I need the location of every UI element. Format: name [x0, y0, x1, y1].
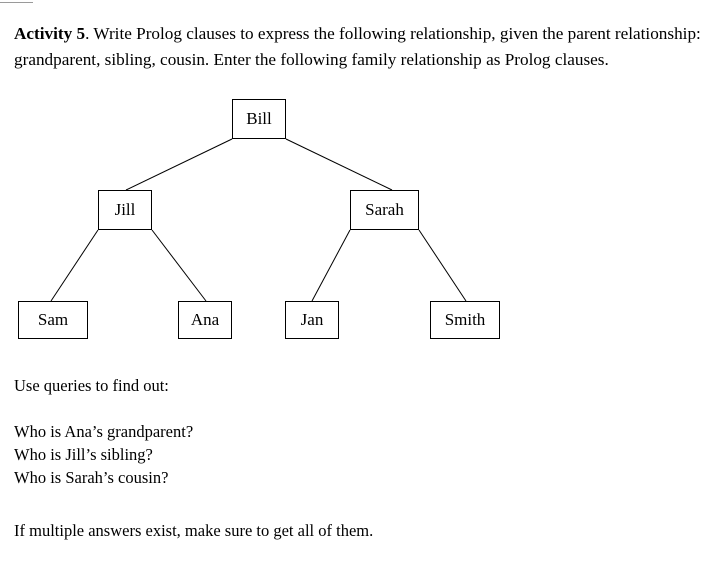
queries-heading: Use queries to find out: — [14, 376, 169, 395]
intro-paragraph: Activity 5. Write Prolog clauses to expr… — [14, 21, 714, 72]
edge-bill-jill — [125, 138, 233, 191]
tree-node-sam: Sam — [18, 301, 88, 339]
edge-sarah-jan — [311, 229, 351, 302]
edge-sarah-smith — [418, 229, 467, 302]
tree-node-label: Jill — [114, 199, 136, 219]
crop-artifact — [0, 2, 33, 3]
activity-label: Activity 5 — [14, 24, 86, 44]
tree-node-label: Smith — [444, 309, 486, 329]
edge-jill-sam — [50, 229, 99, 302]
tree-node-jan: Jan — [285, 301, 339, 339]
tree-node-label: Jan — [300, 309, 324, 329]
edge-bill-sarah — [285, 138, 393, 191]
closing-note: If multiple answers exist, make sure to … — [14, 521, 374, 540]
edge-jill-ana — [151, 229, 207, 302]
tree-node-bill: Bill — [232, 99, 286, 139]
queries-list: Who is Ana’s grandparent? Who is Jill’s … — [14, 422, 194, 487]
tree-node-smith: Smith — [430, 301, 500, 339]
tree-node-label: Sam — [37, 309, 69, 329]
tree-node-ana: Ana — [178, 301, 232, 339]
tree-edge-lines — [50, 138, 467, 302]
tree-node-label: Bill — [246, 108, 272, 128]
tree-node-label: Sarah — [365, 199, 404, 219]
family-tree-diagram: Bill Jill Sarah Sam Ana Jan Smith — [0, 90, 521, 350]
tree-node-sarah: Sarah — [350, 190, 419, 230]
tree-node-jill: Jill — [98, 190, 152, 230]
tree-node-label: Ana — [190, 309, 220, 329]
intro-text: . Write Prolog clauses to express the fo… — [14, 24, 701, 69]
